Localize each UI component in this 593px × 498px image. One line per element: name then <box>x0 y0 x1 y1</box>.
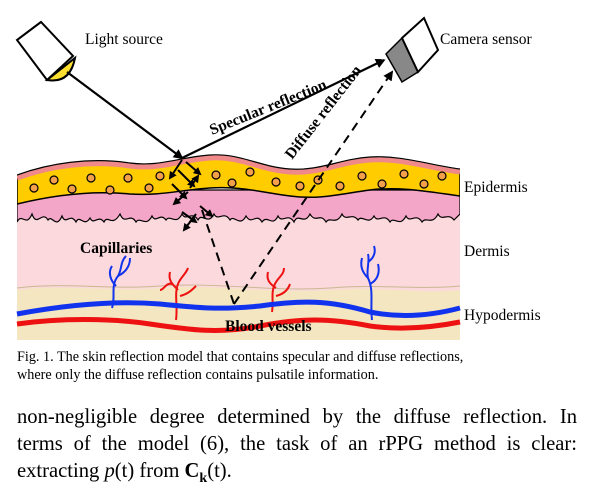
blood-vessels-label: Blood vessels <box>225 318 312 335</box>
blood-vessels <box>16 299 461 333</box>
capillary-blue-right <box>360 245 380 321</box>
epidermis-cells <box>29 167 447 195</box>
skin-layers <box>17 154 460 340</box>
diffuse-reflection-label: Diffuse reflection <box>282 62 366 162</box>
light-source-label: Light source <box>85 31 163 48</box>
diffuse-reflection-path <box>201 70 394 305</box>
incident-light-arrow <box>66 71 184 160</box>
camera-sensor-label: Camera sensor <box>440 31 533 48</box>
capillary-blue-left <box>108 255 131 309</box>
scatter-arrows <box>168 159 214 232</box>
math-C: C <box>184 460 200 482</box>
epidermis-label: Epidermis <box>464 179 528 196</box>
specular-reflection-arrow <box>181 58 386 159</box>
hypodermis-label: Hypodermis <box>464 307 541 324</box>
dermis-label: Dermis <box>464 243 510 260</box>
math-t2: (t) <box>207 460 227 482</box>
caption-line-2: where only the diffuse reflection contai… <box>17 367 379 383</box>
capillaries-label: Capillaries <box>80 240 152 257</box>
body-line-3-end: . <box>226 460 232 482</box>
caption-line-1: Fig. 1. The skin reflection model that c… <box>17 349 464 365</box>
figure-caption: Fig. 1. The skin reflection model that c… <box>17 348 579 384</box>
body-line-3: extracting p(t) from Ck(t). <box>17 458 577 492</box>
math-p: p <box>104 460 115 482</box>
body-paragraph: non-negligible degree determined by the … <box>17 404 577 492</box>
camera-sensor-icon <box>385 16 440 84</box>
capillaries <box>108 245 380 321</box>
body-line-2: terms of the model (6), the task of an r… <box>17 433 577 455</box>
light-source-icon <box>15 20 77 82</box>
math-k: k <box>199 471 208 487</box>
math-t1: (t) <box>114 460 135 482</box>
skin-reflection-figure: Light source Camera sensor <box>15 16 541 340</box>
body-line-1: non-negligible degree determined by the … <box>17 406 577 428</box>
capillary-red-left <box>159 267 197 321</box>
body-line-3-from: from <box>134 460 185 482</box>
body-line-3-prefix: extracting <box>17 460 105 482</box>
